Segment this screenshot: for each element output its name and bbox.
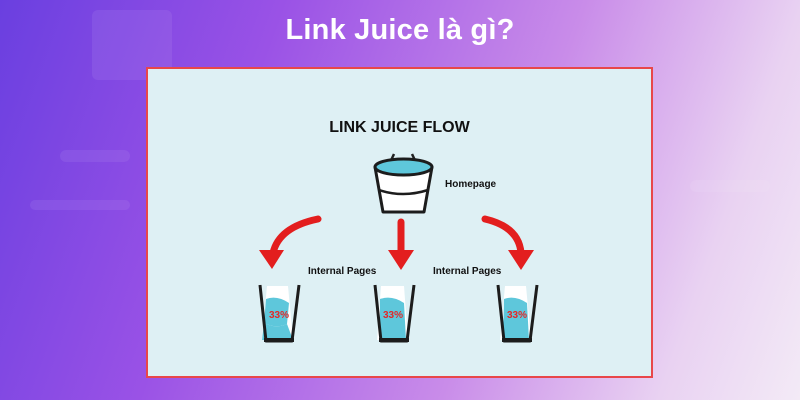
diagram-panel: LINK JUICE FLOW — [146, 67, 653, 378]
homepage-label: Homepage — [445, 179, 497, 190]
right-arrow-icon — [481, 215, 534, 270]
internal-pages-label: Internal Pages — [433, 266, 502, 277]
background-decoration — [30, 200, 130, 210]
diagram-title: LINK JUICE FLOW — [329, 119, 470, 136]
background-decoration — [60, 150, 130, 162]
glass-icon — [258, 284, 301, 343]
left-arrow-icon — [259, 215, 322, 269]
glass-icon — [373, 284, 416, 343]
background-decoration — [690, 180, 770, 192]
percentage-label: 33% — [268, 310, 289, 321]
center-arrow-icon — [388, 218, 414, 270]
percentage-label: 33% — [382, 310, 403, 321]
percentage-label: 33% — [506, 310, 527, 321]
bucket-icon — [373, 153, 434, 214]
page-title: Link Juice là gì? — [285, 14, 515, 46]
diagram-art — [258, 153, 539, 343]
glass-icon — [496, 284, 539, 343]
internal-pages-label: Internal Pages — [308, 266, 377, 277]
